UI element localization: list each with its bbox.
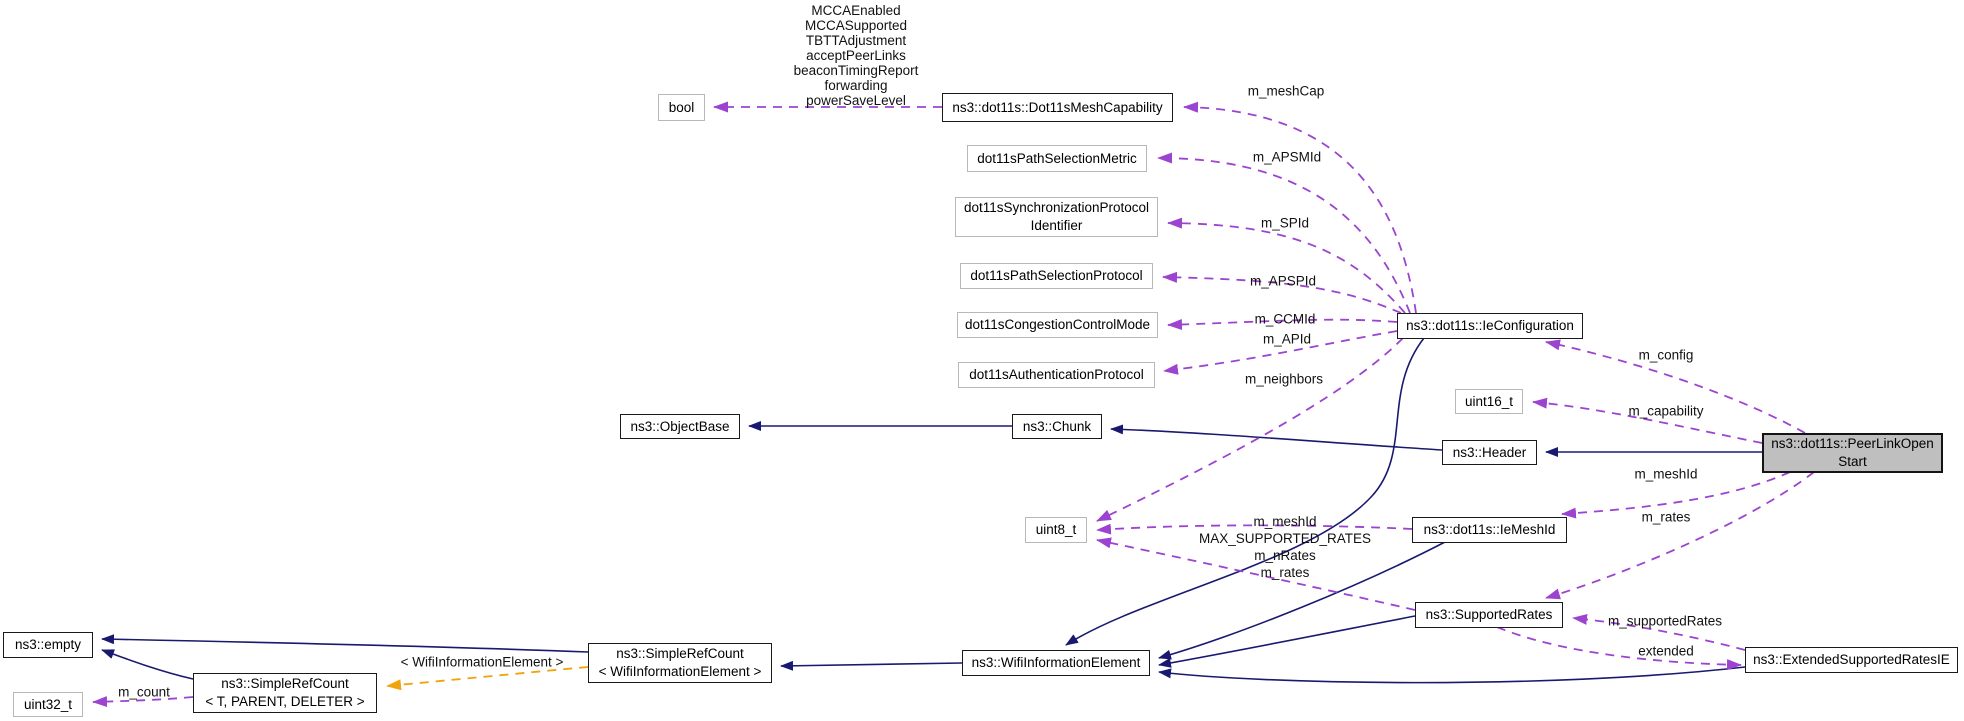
node-dot11s-synchronization-protocol-identifier: dot11sSynchronizationProtocol Identifier <box>955 197 1158 237</box>
edge-usage-extendedsupportedrates-supportedrates <box>1572 613 1746 651</box>
edge-label-m-apsmid: m_APSMId <box>1252 149 1322 165</box>
node-object-base[interactable]: ns3::ObjectBase <box>620 414 740 439</box>
edge-label-m-spid: m_SPId <box>1260 215 1310 231</box>
node-uint16-t: uint16_t <box>1455 389 1523 414</box>
node-extended-supported-rates-ie[interactable]: ns3::ExtendedSupportedRatesIE <box>1745 647 1958 673</box>
edge-usage-ieconfiguration-uint8 <box>1096 337 1404 522</box>
node-empty[interactable]: ns3::empty <box>3 632 93 658</box>
node-supported-rates[interactable]: ns3::SupportedRates <box>1415 602 1563 628</box>
edge-usage-supportedrates-uint8 <box>1096 537 1416 611</box>
edge-inherit-wifiinformationelement-simplerefcount <box>780 660 963 671</box>
node-dot11s-path-selection-protocol: dot11sPathSelectionProtocol <box>960 263 1153 289</box>
edge-usage-ieconfiguration-pathselectionprotocol <box>1162 271 1402 314</box>
node-peer-link-open-start: ns3::dot11s::PeerLinkOpen Start <box>1762 433 1943 473</box>
edge-usage-peerlink-uint16 <box>1532 397 1763 444</box>
edge-label-m-ccmid: m_CCMId <box>1254 311 1316 327</box>
node-ie-configuration[interactable]: ns3::dot11s::IeConfiguration <box>1397 313 1583 339</box>
edge-label-uint8-members: m_meshId MAX_SUPPORTED_RATES m_nRates m_… <box>1198 514 1372 580</box>
edge-usage-peerlink-iemeshid <box>1561 471 1791 519</box>
edge-label-bool-members: MCCAEnabled MCCASupported TBTTAdjustment… <box>793 3 919 108</box>
node-dot11s-mesh-capability[interactable]: ns3::dot11s::Dot11sMeshCapability <box>942 93 1173 122</box>
edge-usage-supportedrates-extendedsupportedrates <box>1496 626 1742 671</box>
edge-label-m-meshid-right: m_meshId <box>1634 466 1698 482</box>
node-bool: bool <box>658 94 705 121</box>
node-wifi-information-element[interactable]: ns3::WifiInformationElement <box>962 650 1150 676</box>
edge-usage-ieconfiguration-pathselectionmetric <box>1157 152 1411 314</box>
node-ie-mesh-id[interactable]: ns3::dot11s::IeMeshId <box>1412 517 1567 543</box>
edge-usage-iemeshid-uint8 <box>1096 523 1413 535</box>
edge-usage-simplerefcounttpl-uint32 <box>92 696 194 708</box>
edge-usage-peerlink-supportedrates <box>1545 471 1815 600</box>
edge-label-m-supportedrates: m_supportedRates <box>1607 613 1723 629</box>
edge-label-m-apspid: m_APSPId <box>1249 273 1317 289</box>
node-dot11s-path-selection-metric: dot11sPathSelectionMetric <box>967 145 1147 172</box>
edge-label-m-config: m_config <box>1638 347 1694 363</box>
node-uint32-t: uint32_t <box>13 692 83 717</box>
edge-label-m-neighbors: m_neighbors <box>1244 371 1324 387</box>
edge-label-m-rates-right: m_rates <box>1641 509 1691 525</box>
edge-template-simplerefcountwie-simplerefcounttpl <box>386 666 589 691</box>
edge-inherit-extendedsupportedrates-wifiinformationelement <box>1158 666 1746 684</box>
edge-inherit-simplerefcountwie-empty <box>101 634 589 653</box>
edge-usage-peerlink-ieconfiguration <box>1545 339 1806 434</box>
node-simple-ref-count-wifi-information-element[interactable]: ns3::SimpleRefCount < WifiInformationEle… <box>588 643 772 683</box>
edge-label-extended: extended <box>1638 643 1694 659</box>
edge-label-m-apid: m_APId <box>1262 331 1312 347</box>
edge-usage-ieconfiguration-syncprotocol <box>1167 217 1406 314</box>
edge-usage-ieconfiguration-congestioncontrol <box>1167 318 1398 331</box>
edge-inherit-supportedrates-wifiinformationelement <box>1158 615 1416 668</box>
node-uint8-t: uint8_t <box>1025 517 1087 543</box>
edge-label-m-capability: m_capability <box>1628 403 1704 419</box>
node-simple-ref-count-t-parent-deleter[interactable]: ns3::SimpleRefCount < T, PARENT, DELETER… <box>193 673 377 713</box>
node-dot11s-congestion-control-mode: dot11sCongestionControlMode <box>957 312 1158 338</box>
node-header[interactable]: ns3::Header <box>1442 440 1537 465</box>
edge-label-m-count: m_count <box>118 684 170 700</box>
edge-inherit-iemeshid-wifiinformationelement <box>1158 541 1446 660</box>
node-chunk[interactable]: ns3::Chunk <box>1012 414 1102 439</box>
edge-label-template-args: < WifiInformationElement > <box>400 654 564 670</box>
node-dot11s-authentication-protocol: dot11sAuthenticationProtocol <box>958 362 1155 388</box>
edge-inherit-header-chunk <box>1110 424 1443 451</box>
edge-inherit-ieconfiguration-wifiinformationelement <box>1065 337 1425 646</box>
edge-inherit-simplerefcounttpl-empty <box>101 649 194 680</box>
edge-label-m-meshcap: m_meshCap <box>1247 83 1325 99</box>
